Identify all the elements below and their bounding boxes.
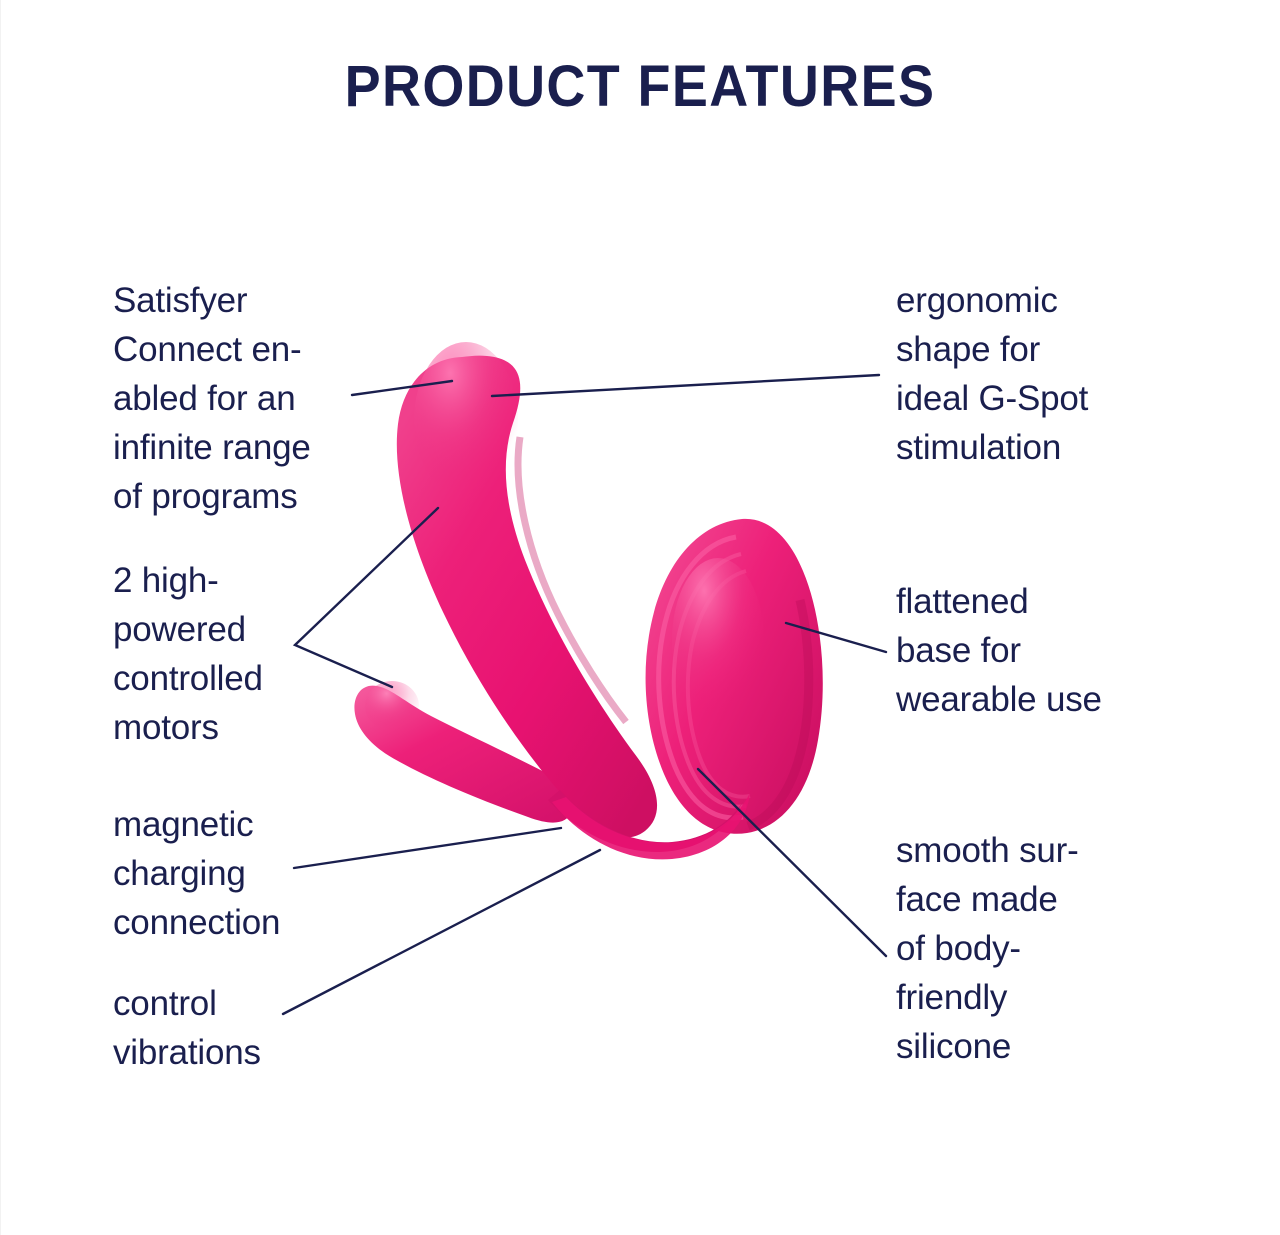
callout-ergonomic-shape: ergonomic shape for ideal G-Spot stimula… [896, 281, 1089, 467]
product-flattened-base [645, 518, 823, 834]
product-small-clitoral-arm [354, 681, 574, 823]
callout-magnetic-charging: magnetic charging connection [113, 805, 281, 942]
small-arm-highlight [365, 681, 419, 731]
callout-flattened-base: flattened base for wearable use [896, 582, 1102, 719]
callout-smooth-surface: smooth sur- face made of body- friendly … [896, 831, 1079, 1066]
callout-control-vibrations: control vibrations [113, 984, 261, 1072]
leader-line-ergonomic-shape [490, 373, 881, 398]
product-body [354, 342, 823, 860]
product-junction [548, 790, 750, 860]
base-highlight [672, 558, 764, 722]
leader-line-smooth-surface [696, 767, 888, 958]
page-title: PRODUCT FEATURES [344, 54, 936, 119]
product-g-spot-arm [396, 342, 658, 838]
g-spot-arm-highlight [414, 342, 518, 498]
callout-motors: 2 high- powered controlled motors [113, 561, 263, 747]
callout-satisfyer-connect: Satisfyer Connect en- abled for an infin… [113, 281, 311, 516]
leader-line-flattened-base [784, 621, 888, 654]
